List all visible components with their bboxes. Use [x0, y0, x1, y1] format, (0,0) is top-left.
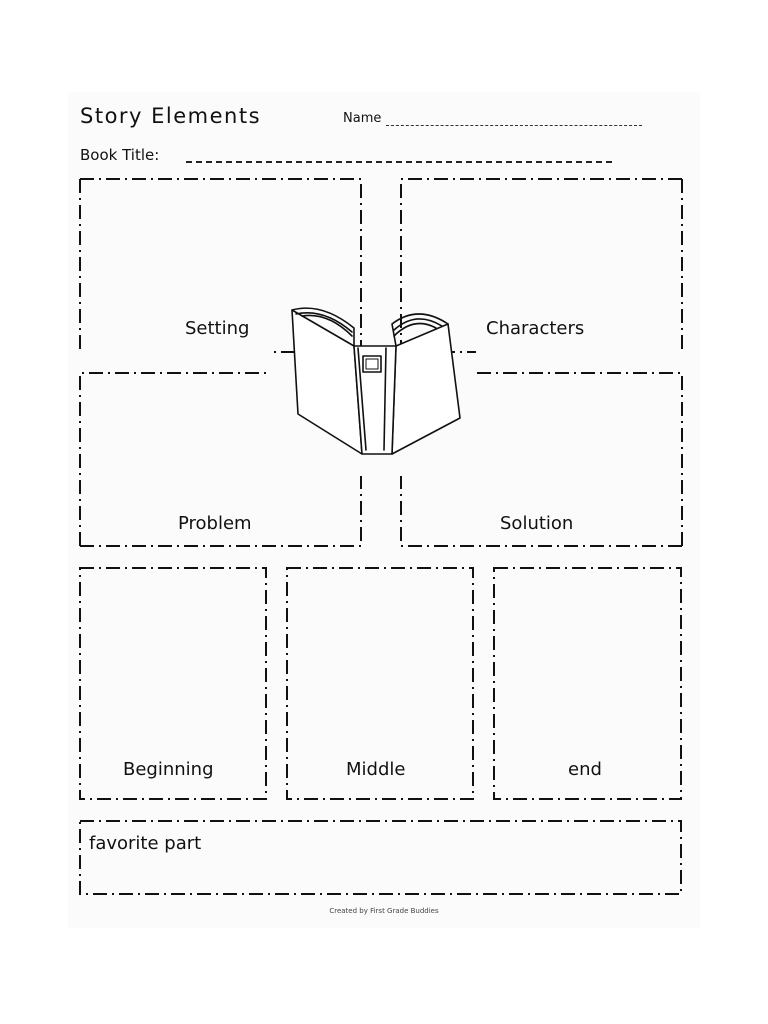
end-label: end	[568, 759, 602, 780]
solution-label: Solution	[500, 513, 574, 534]
worksheet-page	[68, 92, 700, 928]
favorite-part-box-border	[79, 820, 682, 895]
name-line	[386, 125, 642, 126]
solution-box: Solution	[400, 372, 683, 547]
problem-box-border	[79, 372, 362, 547]
characters-label: Characters	[486, 318, 585, 339]
middle-box: Middle	[286, 567, 474, 800]
open-book-icon	[282, 300, 466, 462]
credit-text: Created by First Grade Buddies	[329, 907, 439, 915]
problem-box: Problem	[79, 372, 362, 547]
middle-label: Middle	[346, 759, 406, 780]
favorite-part-label: favorite part	[89, 833, 202, 854]
favorite-part-box: favorite part	[79, 820, 682, 895]
name-label: Name	[343, 111, 382, 126]
characters-box: Characters	[400, 178, 683, 353]
worksheet-title: Story Elements	[80, 104, 262, 128]
characters-box-border	[400, 178, 683, 353]
problem-label: Problem	[178, 513, 252, 534]
solution-box-border	[400, 372, 683, 547]
beginning-label: Beginning	[123, 759, 214, 780]
book-title-label: Book Title:	[80, 146, 160, 164]
book-title-line	[186, 161, 612, 163]
end-box: end	[493, 567, 682, 800]
setting-label: Setting	[185, 318, 250, 339]
beginning-box: Beginning	[79, 567, 267, 800]
